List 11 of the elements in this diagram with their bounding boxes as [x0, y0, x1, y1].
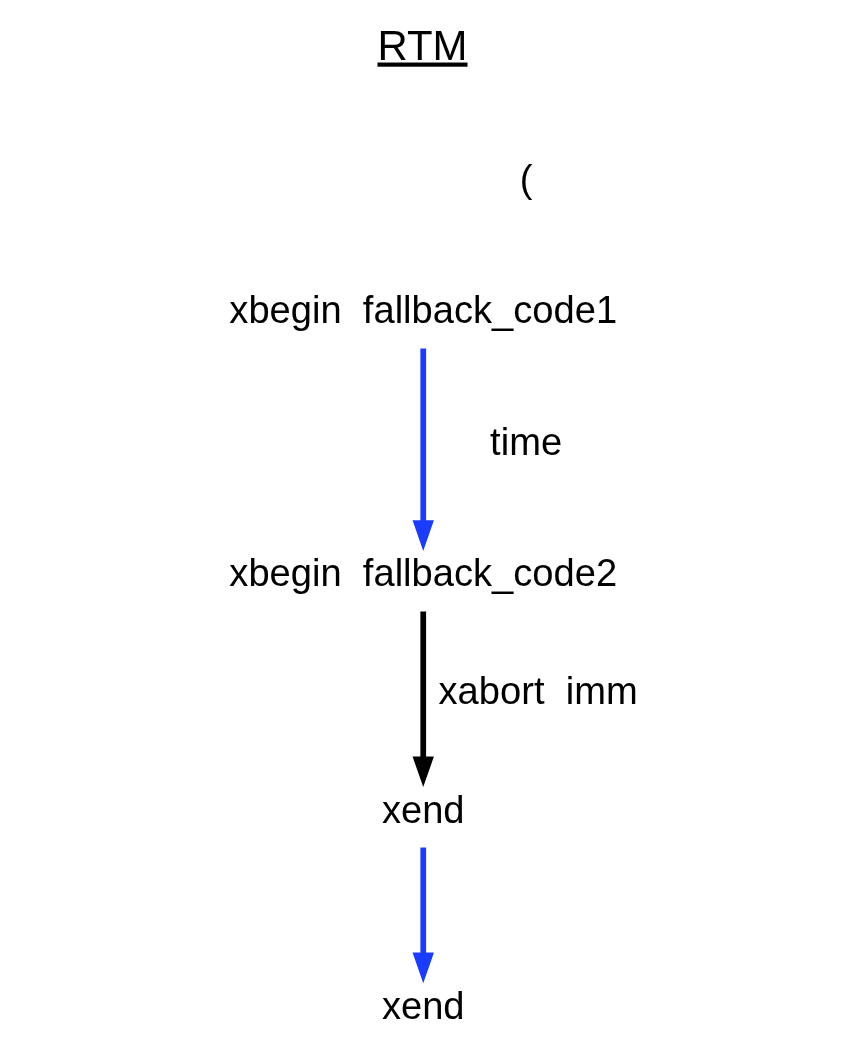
node-text: xbegin fallback_code1 — [229, 289, 618, 332]
label: ( — [519, 157, 533, 200]
edge-label: xabort imm — [438, 670, 638, 713]
arrow — [412, 847, 434, 984]
label: time — [490, 420, 563, 463]
node-text: xend — [381, 984, 465, 1027]
arrow — [412, 611, 434, 788]
node-text: xend — [381, 788, 465, 831]
node-text: xbegin fallback_code2 — [229, 552, 618, 595]
arrow — [412, 348, 434, 551]
label: RTM — [377, 21, 468, 69]
